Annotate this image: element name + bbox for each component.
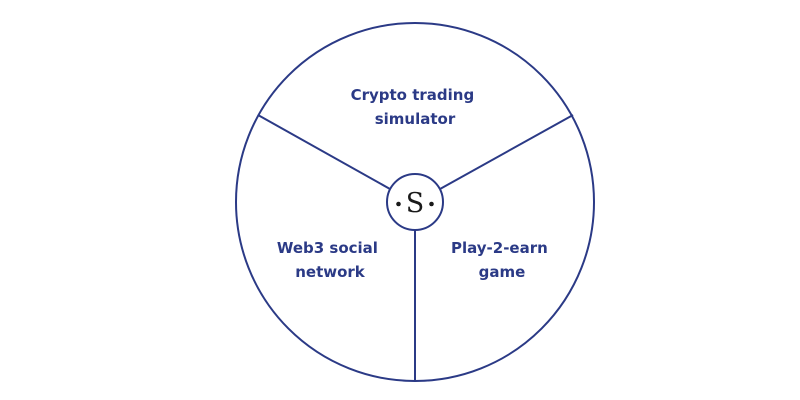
- center-logo: S: [386, 173, 444, 231]
- label-line: Play-2-earn: [451, 239, 548, 257]
- logo-dot-left: [396, 201, 401, 207]
- label-line: game: [479, 263, 526, 281]
- label-line: Crypto trading: [351, 86, 475, 104]
- segment-label-play-2-earn-game: Play-2-earn game: [451, 239, 553, 281]
- label-line: simulator: [375, 110, 456, 128]
- label-line: Web3 social: [277, 239, 378, 257]
- divider-line-upper-left: [257, 114, 391, 190]
- segment-label-crypto-trading-simulator: Crypto trading simulator: [351, 86, 480, 128]
- logo-dot-right: [429, 201, 434, 207]
- divider-line-upper-right: [439, 114, 574, 190]
- logo-letter: S: [406, 188, 425, 219]
- segment-label-web3-social-network: Web3 social network: [277, 239, 383, 281]
- label-line: network: [295, 263, 366, 281]
- logo-ring: [386, 173, 444, 231]
